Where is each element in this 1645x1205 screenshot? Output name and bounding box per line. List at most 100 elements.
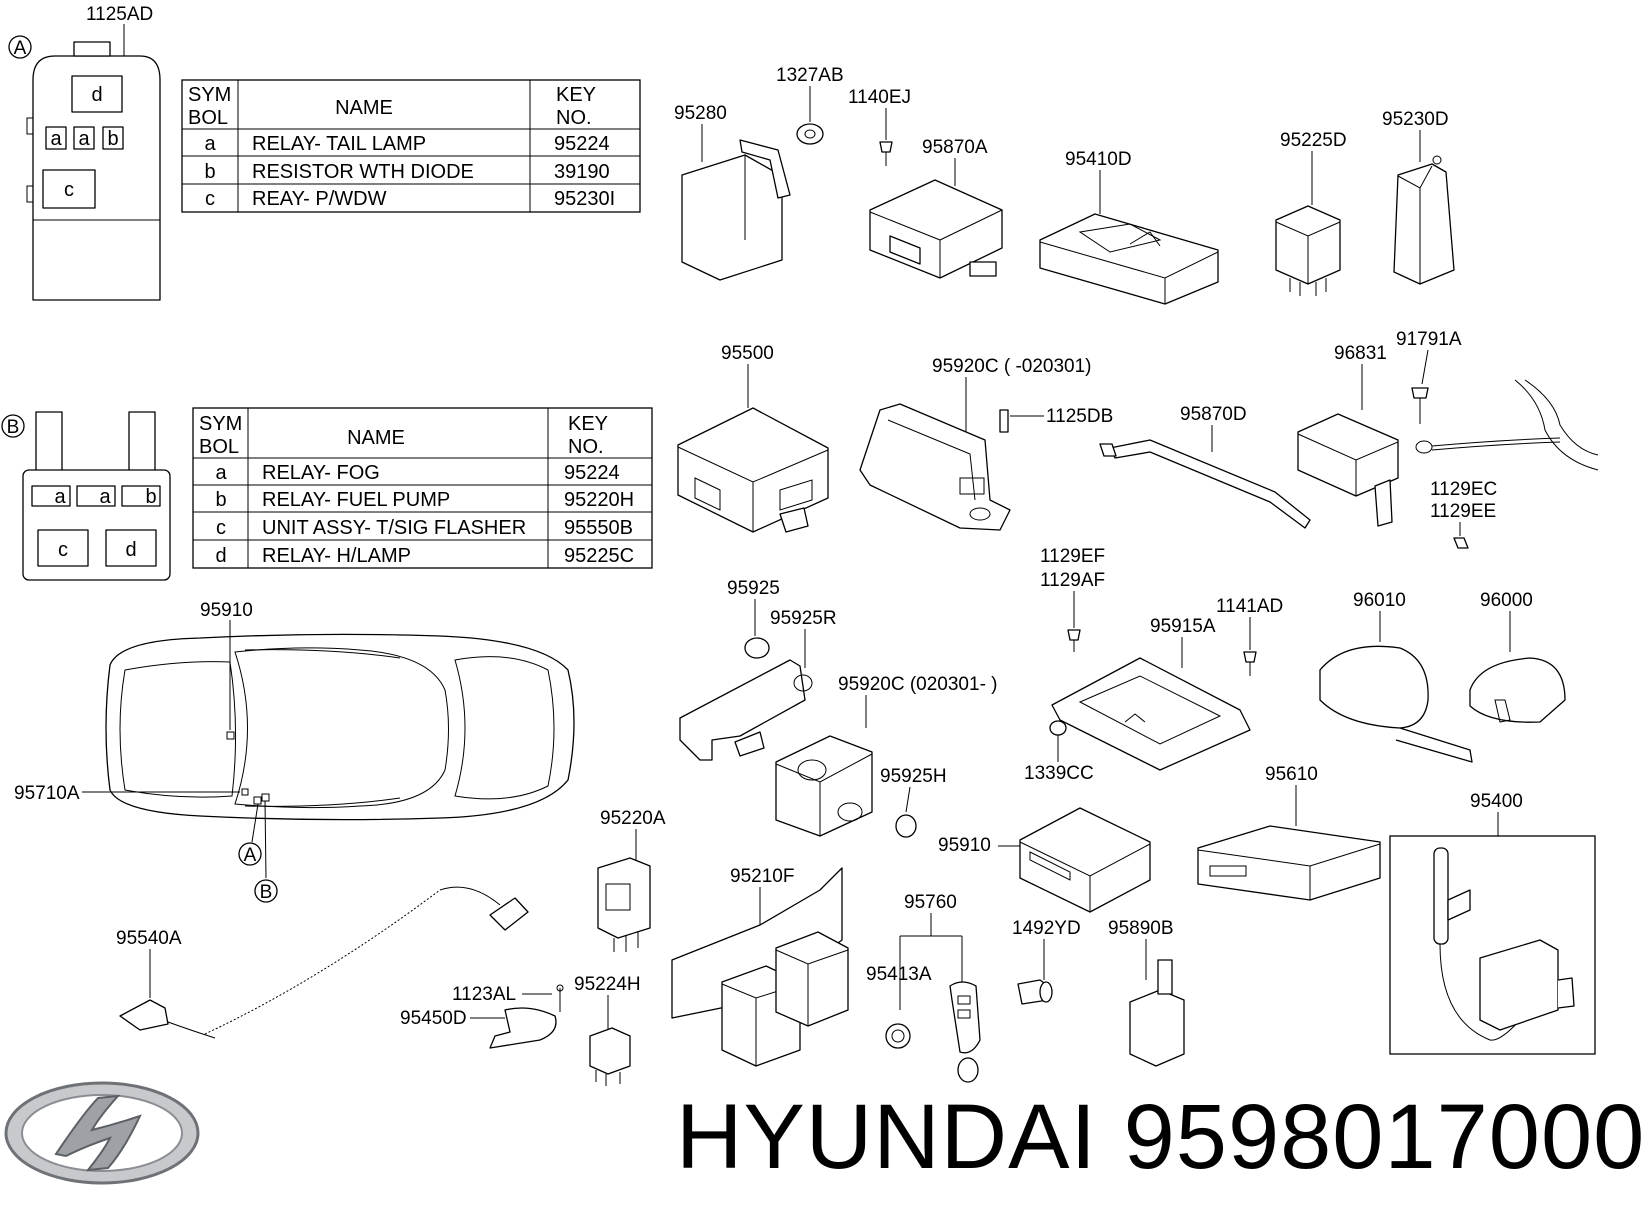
diagram-canvas: A 1125AD d a a b c SYM BOL NAME KEY NO. … <box>1 4 1599 1185</box>
svg-text:1327AB: 1327AB <box>776 65 844 86</box>
table-a-row-1-sym: a <box>204 133 216 155</box>
svg-text:95540A: 95540A <box>116 928 182 949</box>
svg-text:96000: 96000 <box>1480 590 1533 611</box>
svg-text:1129EE: 1129EE <box>1430 501 1496 522</box>
part-95400: 95400 <box>1389 791 1596 1055</box>
table-b-row-1-key: 95224 <box>564 462 620 484</box>
box-b-slot-a1 <box>31 485 71 507</box>
svg-text:c: c <box>58 539 68 561</box>
table-b-header-key-2: NO. <box>568 436 604 458</box>
svg-text:95610: 95610 <box>1265 764 1318 785</box>
svg-text:a: a <box>78 128 90 150</box>
brand-part-title: HYUNDAI 9598017000 <box>676 1082 1644 1192</box>
svg-text:91791A: 91791A <box>1396 329 1462 350</box>
part-95925: 95925 <box>727 578 780 659</box>
svg-text:95220A: 95220A <box>600 808 666 829</box>
svg-text:95925H: 95925H <box>880 766 947 787</box>
table-b-row-2-sym: b <box>215 489 226 511</box>
svg-text:d: d <box>125 539 136 561</box>
box-a-slot-c <box>42 169 96 209</box>
part-96831: 96831 <box>1297 343 1399 527</box>
svg-text:b: b <box>145 486 156 508</box>
brand-name: HYUNDAI <box>676 1086 1098 1188</box>
part-95410d: 95410D <box>1039 149 1219 305</box>
svg-text:1129AF: 1129AF <box>1040 570 1105 591</box>
part-95760: 95760 <box>899 892 981 1083</box>
table-a-row-1-key: 95224 <box>554 133 610 155</box>
part-1129ec-ee: 1129EC 1129EE <box>1430 479 1497 549</box>
svg-text:95225D: 95225D <box>1280 130 1347 151</box>
table-b-row-2-name: RELAY- FUEL PUMP <box>262 489 450 511</box>
part-95925h: 95925H <box>880 766 947 838</box>
svg-text:A: A <box>244 845 257 866</box>
part-95225d: 95225D <box>1275 130 1347 296</box>
svg-text:95230D: 95230D <box>1382 109 1449 130</box>
svg-text:95400: 95400 <box>1470 791 1523 812</box>
table-a-header-sym-1: SYM <box>188 84 231 106</box>
box-a-slot-a2 <box>73 126 95 150</box>
marker-b-circle <box>1 414 25 438</box>
table-b-row-4-key: 95225C <box>564 545 634 567</box>
table-b-row-3-key: 95550B <box>564 517 633 539</box>
parts-diagram: A 1125AD d a a b c SYM BOL NAME KEY NO. … <box>1 4 1644 1192</box>
table-b-row-4-name: RELAY- H/LAMP <box>262 545 411 567</box>
part-95925r: 95925R <box>679 608 837 761</box>
svg-text:a: a <box>54 486 66 508</box>
svg-text:95925R: 95925R <box>770 608 837 629</box>
part-95870d: 95870D <box>1099 404 1311 529</box>
table-a-row-2-sym: b <box>204 161 215 183</box>
svg-text:95760: 95760 <box>904 892 957 913</box>
car-outline: 95910 95710A A B <box>14 600 575 903</box>
part-96010: 96010 <box>1319 590 1473 763</box>
svg-text:1492YD: 1492YD <box>1012 918 1081 939</box>
svg-text:95925: 95925 <box>727 578 780 599</box>
part-95210f: 95210F <box>671 866 849 1067</box>
svg-text:95915A: 95915A <box>1150 616 1216 637</box>
part-95910-module: 95910 <box>938 807 1151 913</box>
box-a-slot-a1 <box>45 126 67 150</box>
svg-text:96010: 96010 <box>1353 590 1406 611</box>
svg-text:95413A: 95413A <box>866 964 932 985</box>
table-a: SYM BOL NAME KEY NO. a RELAY- TAIL LAMP … <box>181 79 641 213</box>
svg-text:b: b <box>107 128 118 150</box>
part-95500: 95500 <box>677 343 829 533</box>
part-95870a: 95870A <box>869 137 1003 279</box>
box-a-slot-d <box>71 75 123 113</box>
label-1125ad: 1125AD <box>86 4 153 25</box>
hyundai-logo-icon <box>4 1081 200 1185</box>
table-b-row-3-name: UNIT ASSY- T/SIG FLASHER <box>262 517 526 539</box>
box-b-slot-a2 <box>76 485 116 507</box>
svg-text:95280: 95280 <box>674 103 727 124</box>
part-95224h: 95224H <box>574 974 641 1086</box>
table-b: SYM BOL NAME KEY NO. a RELAY- FOG 95224 … <box>192 407 653 569</box>
table-b-header-name: NAME <box>347 427 405 449</box>
svg-text:1123AL: 1123AL <box>452 984 516 1005</box>
table-a-row-2-name: RESISTOR WTH DIODE <box>252 161 474 183</box>
box-b-slot-b <box>121 485 161 507</box>
table-a-header-key-2: NO. <box>556 107 592 129</box>
svg-text:95224H: 95224H <box>574 974 641 995</box>
svg-text:d: d <box>91 84 102 106</box>
table-b-header-sym-2: BOL <box>199 436 239 458</box>
part-1327ab: 1327AB <box>776 65 844 145</box>
part-95610: 95610 <box>1197 764 1381 901</box>
relay-box-b: B a a b c d <box>1 411 171 581</box>
part-95400-frame <box>1389 835 1596 1055</box>
part-95920c-late: 95920C (020301- ) <box>775 674 998 837</box>
part-95915a: 95915A <box>1051 616 1251 771</box>
part-95413a: 95413A <box>866 964 932 1049</box>
svg-text:B: B <box>260 882 273 903</box>
svg-text:95410D: 95410D <box>1065 149 1132 170</box>
box-b-slot-c <box>37 529 89 567</box>
relay-box-a: A 1125AD d a a b c <box>8 4 161 301</box>
part-1123al: 1123AL <box>452 984 564 1012</box>
table-a-header-name: NAME <box>335 97 393 119</box>
marker-a-circle <box>8 35 32 59</box>
table-b-row-4-sym: d <box>215 545 226 567</box>
part-1141ad: 1141AD <box>1216 596 1283 676</box>
table-b-row-1-sym: a <box>215 462 227 484</box>
svg-text:95870A: 95870A <box>922 137 988 158</box>
car-marker-a <box>238 842 262 866</box>
label-95910-car: 95910 <box>200 600 253 621</box>
svg-text:1125DB: 1125DB <box>1046 406 1113 427</box>
